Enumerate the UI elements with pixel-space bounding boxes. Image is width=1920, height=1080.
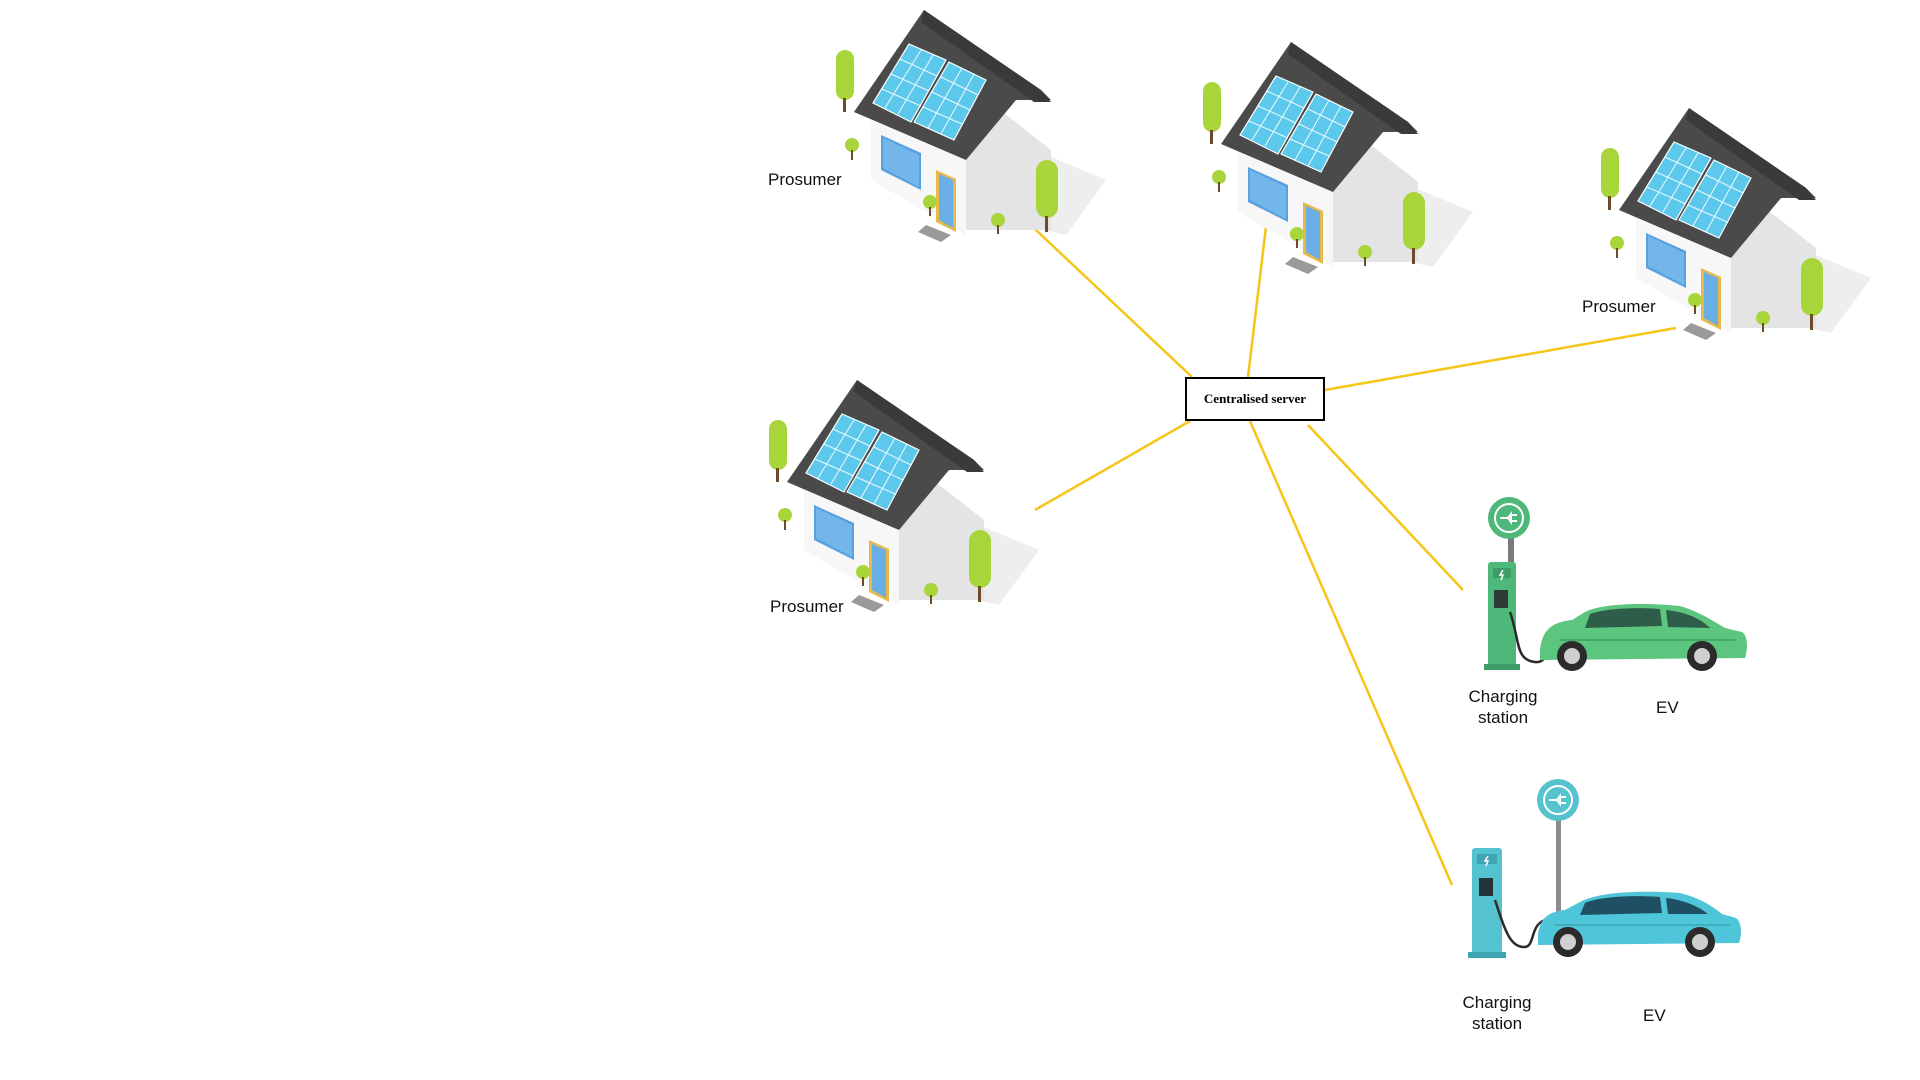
charging-station-icon (1484, 497, 1554, 670)
prosumer-label: Prosumer (1582, 297, 1656, 316)
charging-station-label: Charging station (1468, 687, 1538, 727)
link-station-1 (1307, 424, 1464, 591)
server-label: Centralised server (1203, 391, 1307, 406)
link-prosumer-4 (1034, 419, 1191, 512)
link-prosumer-2 (1246, 209, 1270, 378)
link-prosumer-1 (1019, 214, 1193, 378)
charging-station-icon (1468, 779, 1579, 958)
link-prosumer-3 (1324, 326, 1677, 392)
ev-label: EV (1643, 1006, 1666, 1025)
house-solar-icon (835, 9, 1107, 243)
electric-car-icon (1540, 604, 1747, 671)
ev-label: EV (1656, 698, 1679, 717)
house-solar-icon (1202, 41, 1474, 275)
prosumer-label: Prosumer (768, 170, 842, 189)
link-station-2 (1248, 420, 1454, 886)
house-solar-icon (768, 379, 1040, 613)
centralised-server: Centralised server (1185, 377, 1325, 421)
prosumer-label: Prosumer (770, 597, 844, 616)
charging-station-label: Charging station (1462, 993, 1532, 1033)
electric-car-icon (1538, 891, 1741, 957)
